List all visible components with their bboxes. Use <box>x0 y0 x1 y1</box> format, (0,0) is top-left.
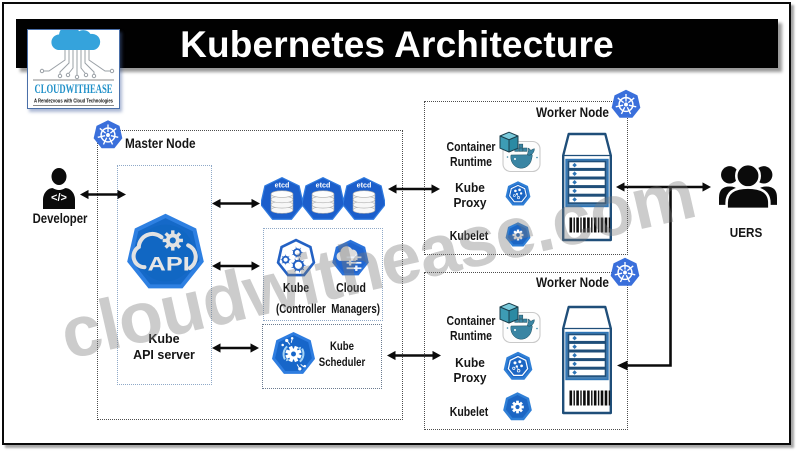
svg-text:A Rendezvous with Cloud Techno: A Rendezvous with Cloud Technologies <box>34 99 113 105</box>
svg-text:CLOUDWITHEASE: CLOUDWITHEASE <box>35 82 113 96</box>
